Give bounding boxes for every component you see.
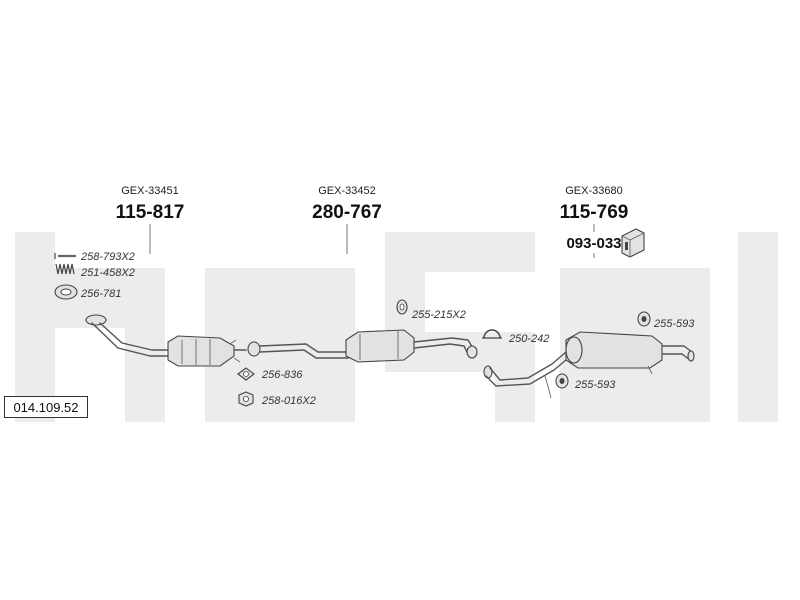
clamp-icon <box>396 299 408 315</box>
ref-label-gasket-ring: 256-781 <box>80 288 121 300</box>
middle-gex-label: GEX-33452 <box>318 185 375 197</box>
catalytic-converter <box>167 335 235 367</box>
ref-label-bolt: 258-793X2 <box>80 251 135 263</box>
pipe-clamp-icon <box>482 329 502 339</box>
ref-label-hanger-upper: 255-593 <box>653 318 695 330</box>
ref-label-clamp: 255-215X2 <box>411 309 466 321</box>
rubber-mount-icon <box>621 228 645 258</box>
hanger-icon-lower <box>555 373 569 389</box>
rear-part-number: 115-769 <box>560 202 629 223</box>
rear-sub-part-number: 093-033 <box>566 235 621 252</box>
middle-pipe-assembly <box>247 329 478 363</box>
front-gex-label: GEX-33451 <box>121 185 178 197</box>
ref-label-pipe-clamp: 250-242 <box>508 333 549 345</box>
flange-gasket-icon <box>237 367 255 381</box>
ref-label-spring: 251-458X2 <box>80 267 135 279</box>
middle-part-number: 280-767 <box>312 202 382 223</box>
ref-label-flange-gasket: 256-836 <box>261 369 303 381</box>
gasket-ring-icon <box>54 284 78 300</box>
rear-pipe-assembly <box>483 331 695 399</box>
rear-muffler <box>565 331 663 369</box>
hanger-icon-upper <box>637 311 651 327</box>
rear-gex-label: GEX-33680 <box>565 185 622 197</box>
center-muffler <box>345 329 415 363</box>
front-part-number: 115-817 <box>116 202 185 223</box>
ref-label-nut: 258-016X2 <box>261 395 316 407</box>
bolt-icon <box>54 253 76 259</box>
diagram-code-box: 014.109.52 <box>4 396 88 418</box>
ref-label-hanger-lower: 255-593 <box>574 379 616 391</box>
spring-icon <box>55 263 75 275</box>
nut-icon <box>238 391 254 407</box>
front-pipe-assembly <box>85 314 247 367</box>
